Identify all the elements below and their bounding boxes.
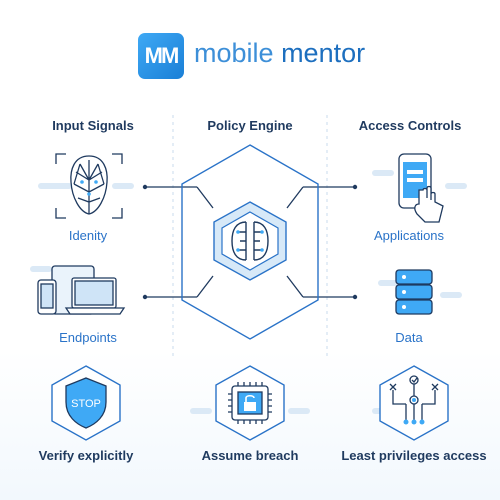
brand-name: mobile mentor [194, 38, 365, 69]
label-identity: Idenity [68, 228, 108, 243]
label-data: Data [395, 330, 423, 345]
policy-engine-chip-icon [213, 201, 287, 281]
label-verify-explicitly: Verify explicitly [38, 448, 134, 463]
database-icon [395, 269, 433, 315]
heading-policy-engine: Policy Engine [207, 118, 293, 133]
label-endpoints: Endpoints [59, 330, 117, 345]
label-applications: Applications [373, 228, 445, 243]
lock-chip-icon [215, 365, 285, 441]
brand-word-mobile: mobile [194, 38, 274, 68]
heading-access-controls: Access Controls [358, 118, 462, 133]
heading-input-signals: Input Signals [52, 118, 134, 133]
devices-icon [37, 265, 126, 315]
logo-mark: MM [138, 33, 184, 79]
face-scan-icon [55, 153, 123, 219]
phone-tap-icon [398, 153, 444, 223]
brand-word-mentor: mentor [281, 38, 366, 68]
stop-text: STOP [71, 398, 101, 410]
label-assume-breach: Assume breach [201, 448, 299, 463]
label-least-privileges-access: Least privileges access [341, 448, 487, 463]
stop-shield-icon: STOP [51, 365, 121, 441]
access-network-icon [379, 365, 449, 441]
